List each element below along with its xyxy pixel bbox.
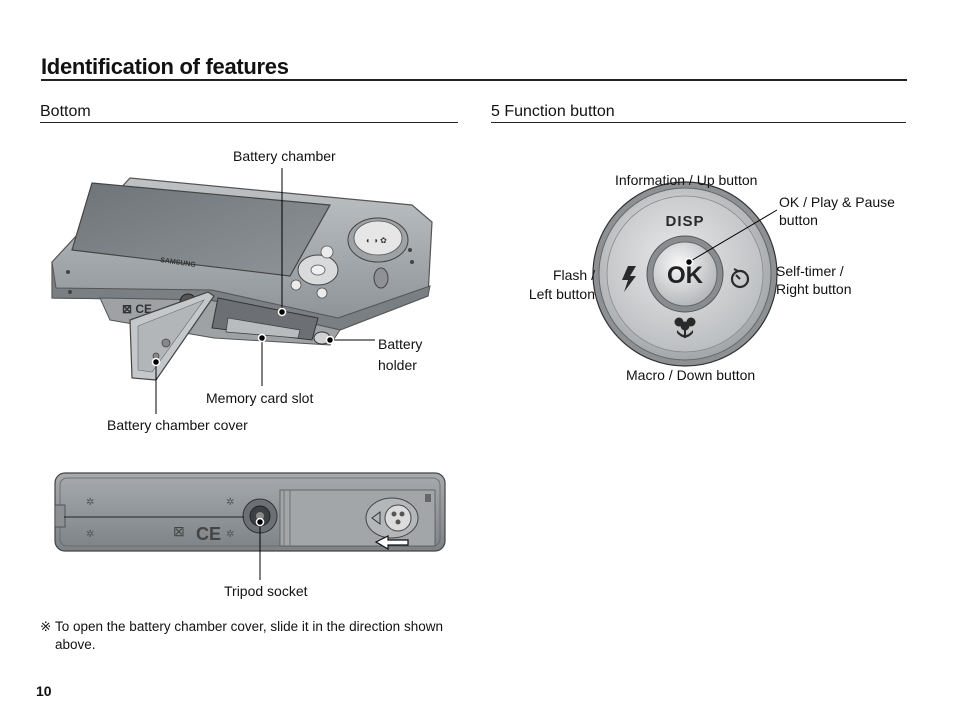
page-number: 10	[36, 683, 52, 699]
camera-brand-text: SAMSUNG	[160, 257, 197, 269]
camera-body: SAMSUNG ◐ ◑ ✿	[51, 177, 433, 331]
note-line1: To open the battery chamber cover, slide…	[55, 619, 443, 634]
label-left-line1: Flash /	[552, 267, 595, 283]
ok-button-text: OK	[667, 262, 704, 289]
note-symbol: ※	[40, 619, 52, 634]
svg-text:CE: CE	[196, 524, 221, 544]
label-down-button: Macro / Down button	[626, 367, 756, 383]
camera-bottom-open: ⊠ CE	[99, 291, 341, 381]
label-up-button: Information / Up button	[615, 172, 758, 188]
flash-icon	[622, 266, 636, 292]
title-divider	[41, 79, 907, 81]
svg-text:✲: ✲	[86, 529, 94, 540]
label-right-line2: Right button	[776, 281, 852, 297]
page-title: Identification of features	[41, 54, 289, 79]
camera-bottom-closed: ✲ ✲ ✲ ✲ ⊠ CE	[54, 472, 446, 580]
section-title-bottom: Bottom	[40, 103, 91, 120]
svg-text:✲: ✲	[86, 497, 94, 508]
section-title-function: 5 Function button	[491, 103, 615, 120]
label-ok-line1: OK / Play & Pause	[779, 194, 895, 210]
svg-text:⊠ CE: ⊠ CE	[122, 302, 152, 316]
label-right-line1: Self-timer /	[776, 263, 844, 279]
disp-button-text: DISP	[665, 213, 704, 230]
macro-icon	[674, 317, 696, 338]
label-battery-chamber: Battery chamber	[233, 148, 336, 164]
label-memory-card-slot: Memory card slot	[206, 390, 314, 406]
section-divider-function	[491, 122, 906, 123]
section-divider-bottom	[40, 122, 458, 123]
function-dial: OK DISP	[592, 181, 778, 367]
label-battery-holder-line1: Battery	[378, 336, 423, 352]
label-ok-line2: button	[779, 212, 818, 228]
note-line2: above.	[55, 637, 96, 652]
label-tripod-socket: Tripod socket	[224, 583, 308, 599]
callouts-top	[151, 168, 375, 414]
svg-text:✲: ✲	[226, 529, 234, 540]
svg-text:⊠: ⊠	[173, 523, 185, 539]
svg-text:◐ ◑ ✿: ◐ ◑ ✿	[366, 236, 387, 245]
label-battery-chamber-cover: Battery chamber cover	[107, 417, 248, 433]
label-left-line2: Left button	[528, 286, 595, 302]
label-battery-holder-line2: holder	[378, 357, 417, 373]
self-timer-icon	[730, 268, 750, 289]
svg-text:✲: ✲	[226, 497, 234, 508]
